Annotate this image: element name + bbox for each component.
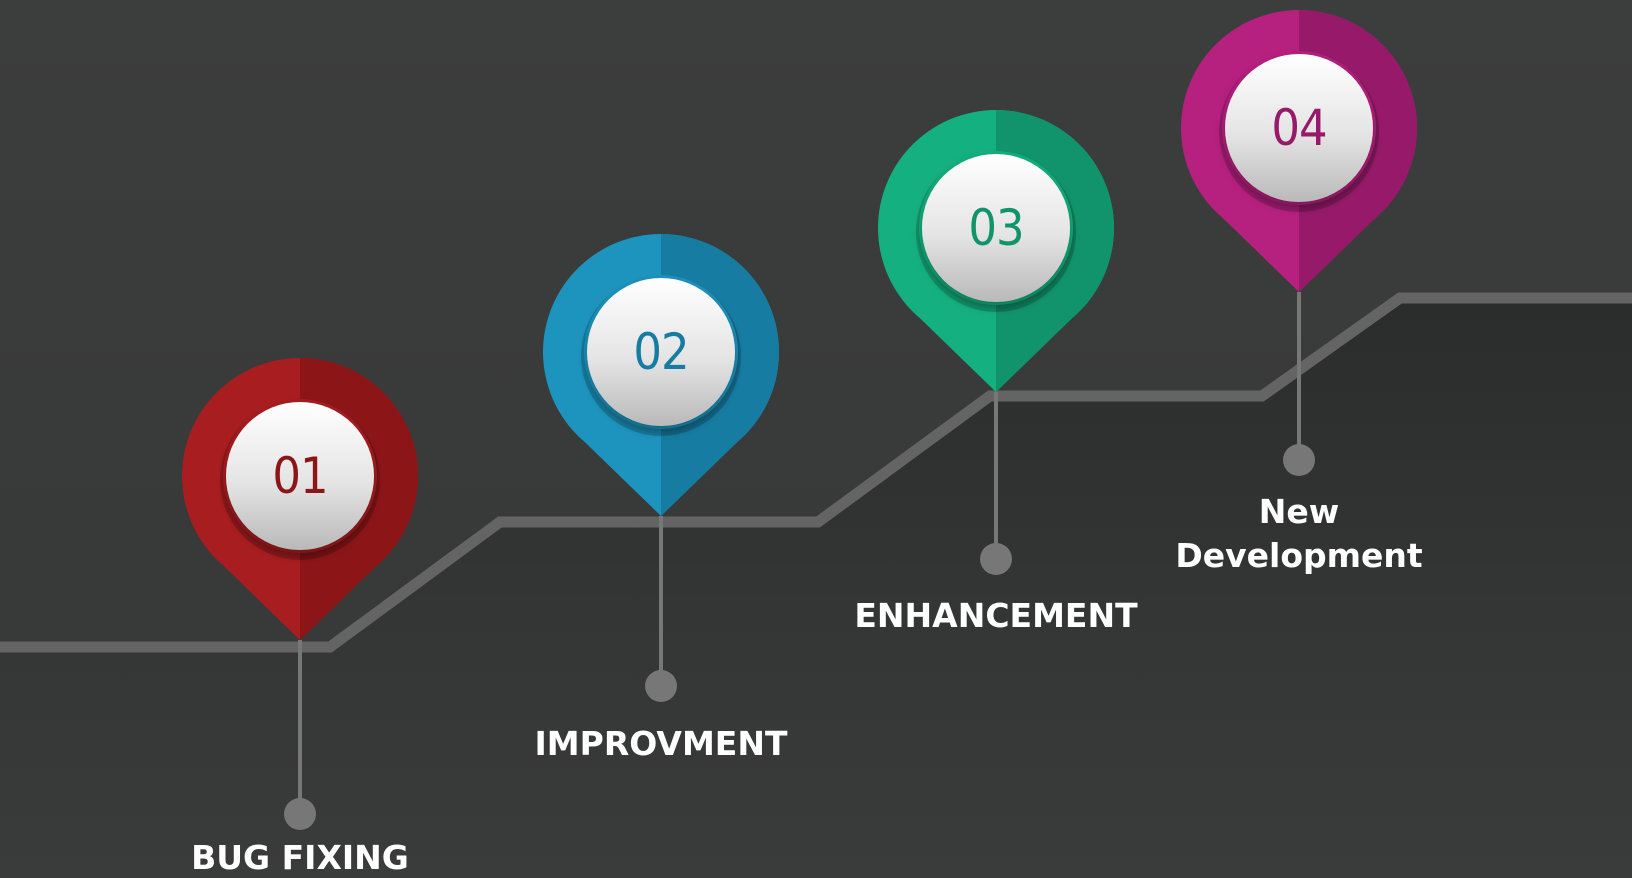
step-4-label-line-2: Development [1175, 536, 1423, 575]
step-1-stem-dot [284, 798, 316, 830]
step-4-label: New Development [1139, 490, 1459, 578]
step-4-number: 04 [1271, 99, 1327, 157]
step-3-pin-face [922, 154, 1070, 302]
step-4-pin-icon [1181, 9, 1417, 292]
step-4-pin-face [1225, 54, 1373, 202]
step-1-label-line: BUG FIXING [191, 838, 409, 877]
step-2-stem-dot [645, 670, 677, 702]
step-3-label: ENHANCEMENT [836, 594, 1156, 638]
step-3-stem-dot [980, 543, 1012, 575]
step-2-pin-icon [543, 234, 780, 517]
step-1-pin-face [226, 402, 374, 550]
step-2-label-line: IMPROVMENT [534, 724, 788, 763]
step-1-label: BUG FIXING [140, 836, 460, 878]
step-2-label: IMPROVMENT [501, 722, 821, 766]
step-1-number: 01 [272, 447, 328, 505]
step-3-label-line: ENHANCEMENT [854, 596, 1138, 635]
step-3-number: 03 [968, 199, 1024, 257]
pin-markers [181, 9, 1417, 640]
stair-shadow-area [0, 298, 1632, 878]
step-2-number: 02 [633, 323, 689, 381]
step-4-label-line-1: New [1258, 492, 1340, 531]
stair-path-line [0, 292, 1632, 653]
connector-stems [284, 292, 1315, 830]
step-1-pin-icon [181, 358, 418, 640]
step-2-pin-face [587, 278, 735, 426]
step-4-stem-dot [1283, 444, 1315, 476]
step-3-pin-icon [877, 109, 1114, 392]
